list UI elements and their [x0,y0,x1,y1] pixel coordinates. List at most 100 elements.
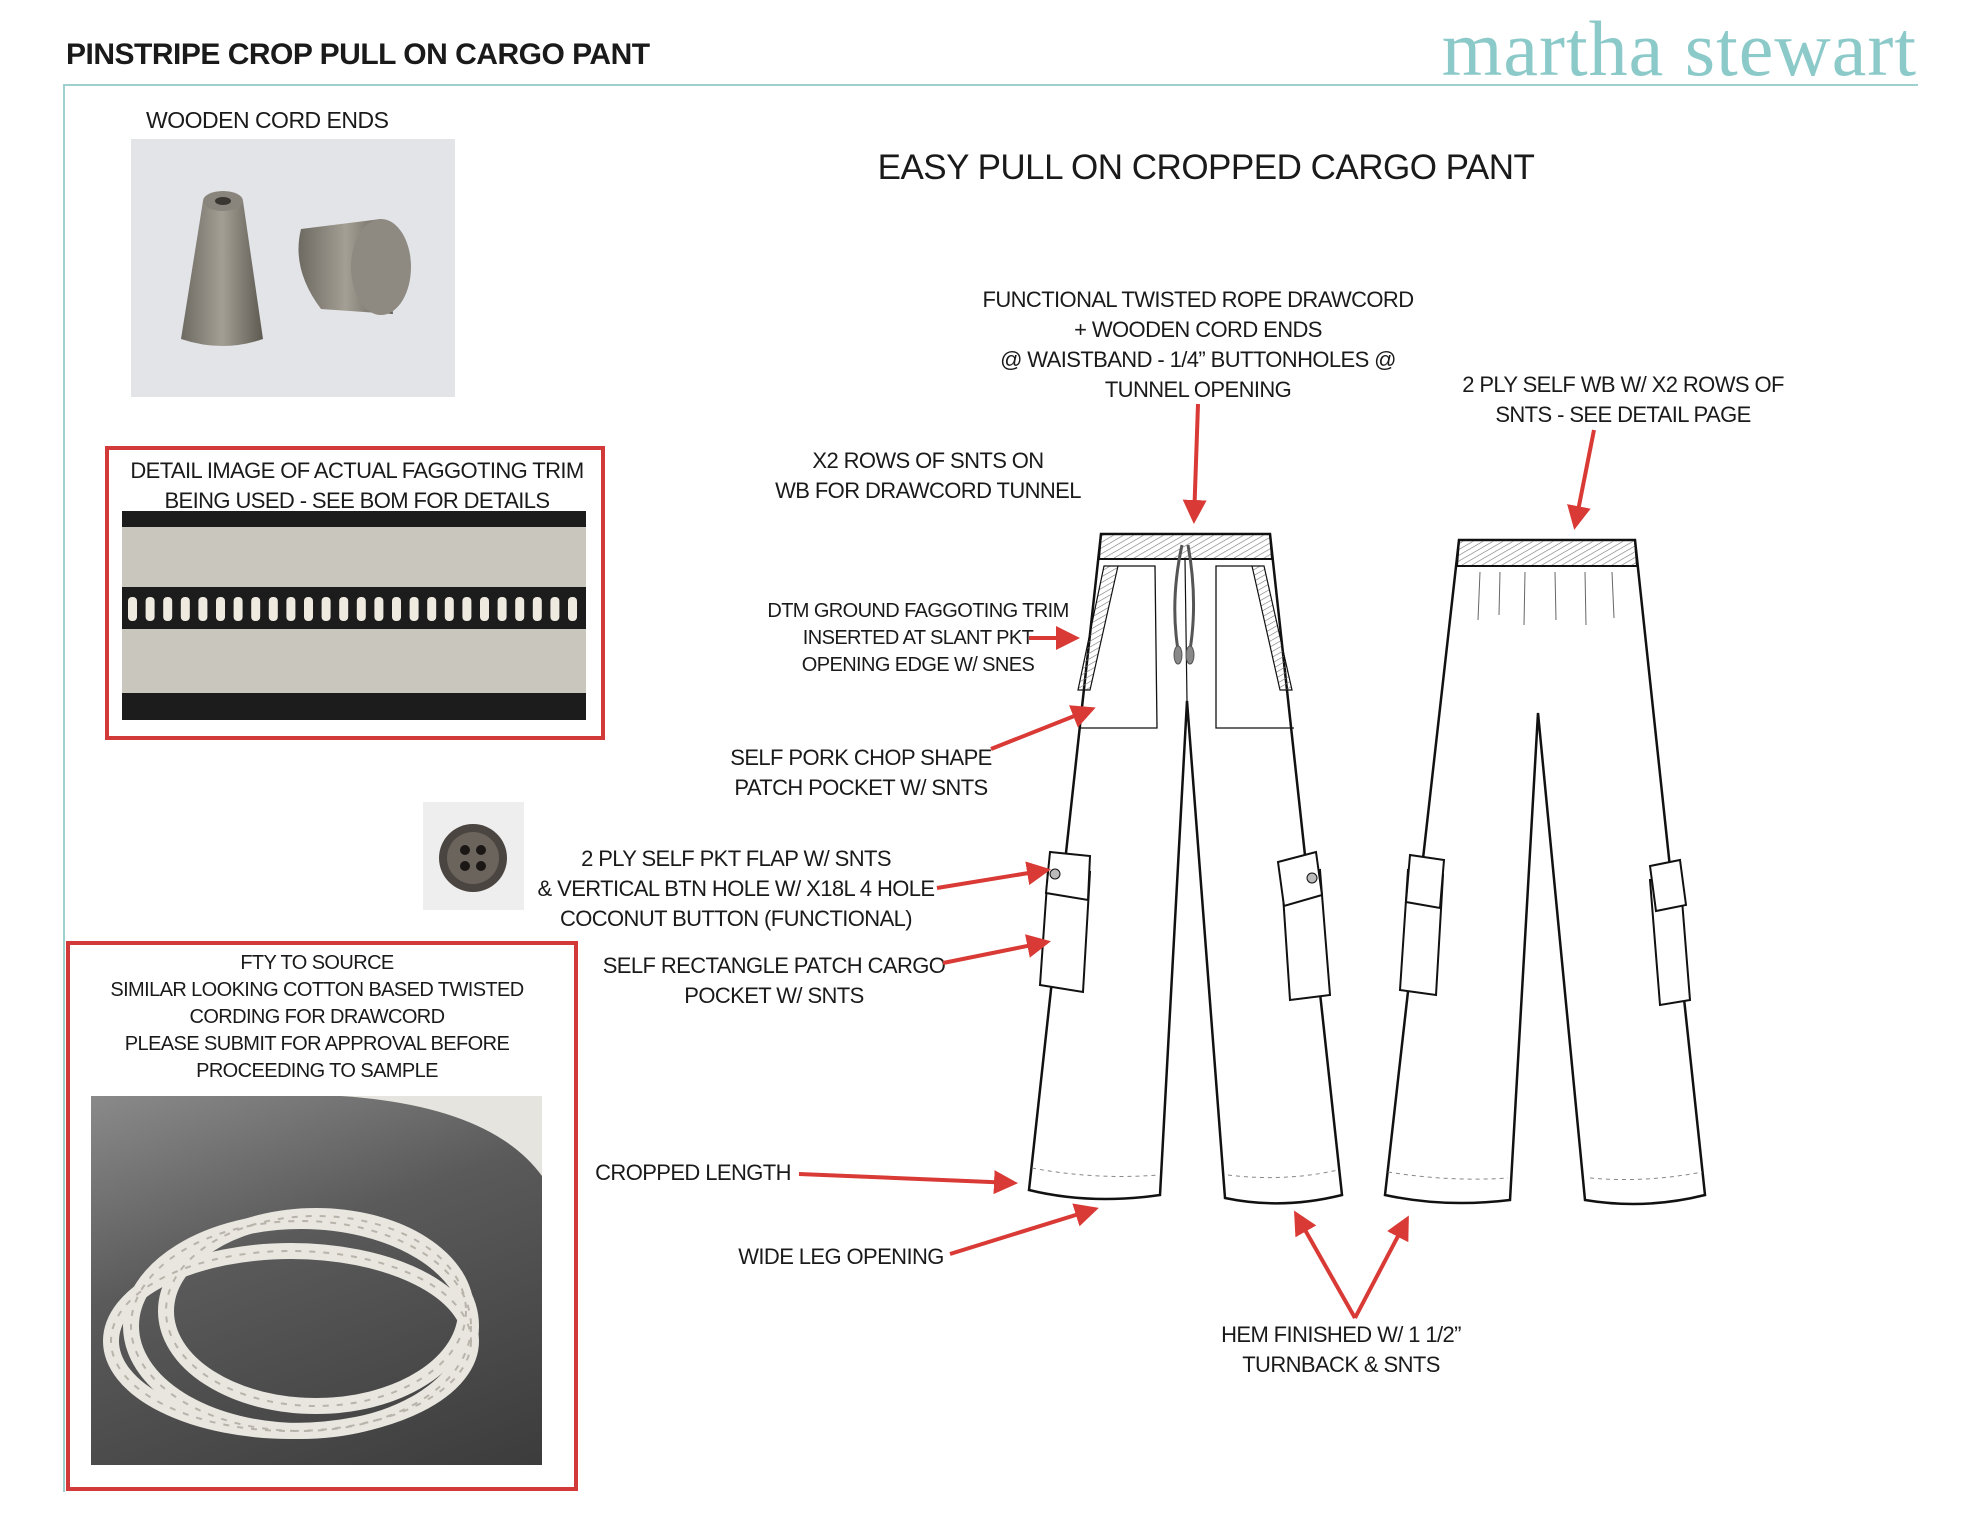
cord-end-icon [1185,645,1195,665]
right-pocket-flap [1276,850,1324,908]
callout-cargo-pocket: SELF RECTANGLE PATCH CARGO POCKET W/ SNT… [603,951,946,1011]
note-line: PLEASE SUBMIT FOR APPROVAL BEFORE [124,1033,510,1055]
cord-ends-label: WOODEN CORD ENDS [146,107,389,133]
callout-pocket-flap: 2 PLY SELF PKT FLAP W/ SNTS & VERTICAL B… [537,844,936,934]
callout-pork-chop-pocket: SELF PORK CHOP SHAPE PATCH POCKET W/ SNT… [730,743,992,803]
note-line: FTY TO SOURCE [240,952,394,974]
brand-logo: martha stewart [1441,5,1917,92]
flap-button-icon [1049,868,1061,880]
arrow-cropped-length [798,1170,1018,1195]
callout-line: WIDE LEG OPENING [738,1244,944,1269]
callout-wide-leg: WIDE LEG OPENING [738,1242,944,1272]
callout-line: SELF PORK CHOP SHAPE [730,745,992,770]
drawcord-icon [1173,544,1196,651]
arrow-cargo-pocket [942,934,1051,965]
callout-wb-rows: X2 ROWS OF SNTS ON WB FOR DRAWCORD TUNNE… [775,446,1081,506]
callout-hem: HEM FINISHED W/ 1 1/2” TURNBACK & SNTS [1221,1320,1461,1380]
callout-line: CROPPED LENGTH [595,1160,791,1185]
back-pant-outline [1383,538,1707,1206]
callout-line: & VERTICAL BTN HOLE W/ X18L 4 HOLE [537,876,936,901]
front-pant-sketch [1027,532,1344,1205]
trim-hole [462,597,472,621]
trim-hole [356,597,366,621]
front-hem-stitch [1031,1167,1339,1179]
callout-line: SNTS - SEE DETAIL PAGE [1495,402,1751,427]
callout-line: SELF RECTANGLE PATCH CARGO [602,953,946,978]
back-left-pocket-flap [1404,853,1446,910]
callout-back-waistband: 2 PLY SELF WB W/ X2 ROWS OF SNTS - SEE D… [1462,370,1784,430]
callout-line: WB FOR DRAWCORD TUNNEL [775,478,1081,503]
trim-hole [409,597,419,621]
callout-line: FUNCTIONAL TWISTED ROPE DRAWCORD [982,287,1415,312]
note-line: BEING USED - SEE BOM FOR DETAILS [164,488,550,513]
header-divider [63,84,1918,86]
back-gathers [1477,571,1615,626]
callout-line: @ WAISTBAND - 1/4” BUTTONHOLES @ [1000,347,1396,372]
callout-line: COCONUT BUTTON (FUNCTIONAL) [559,906,913,931]
trim-hole [444,597,454,621]
back-right-pocket-flap [1648,858,1688,913]
callout-arrows [798,403,1596,1319]
trim-hole [268,597,278,621]
trim-hole [128,597,137,621]
callout-line: OPENING EDGE W/ SNES [801,654,1035,676]
note-line: SIMILAR LOOKING COTTON BASED TWISTED [110,979,524,1001]
callout-line: TURNBACK & SNTS [1242,1352,1440,1377]
arrow-pork-chop [990,705,1096,751]
wooden-cord-ends-image [131,139,455,397]
trim-hole [216,597,225,621]
trim-hole [286,597,296,621]
note-line: CORDING FOR DRAWCORD [189,1006,445,1028]
left-slant-pocket-trim [1077,565,1119,691]
trim-hole [374,597,384,621]
note-line: PROCEEDING TO SAMPLE [196,1060,438,1082]
left-divider [63,84,65,1492]
callout-drawcord: FUNCTIONAL TWISTED ROPE DRAWCORD + WOODE… [982,285,1415,405]
arrow-flap [936,861,1051,890]
callout-line: X2 ROWS OF SNTS ON [812,448,1044,473]
faggoting-trim-box: DETAIL IMAGE OF ACTUAL FAGGOTING TRIM BE… [105,446,605,740]
trim-hole [568,597,577,621]
front-waistband [1097,533,1274,560]
trim-hole [321,597,331,621]
trim-hole [251,597,261,621]
trim-hole [233,597,243,621]
note-line: DETAIL IMAGE OF ACTUAL FAGGOTING TRIM [130,458,584,483]
trim-hole [515,597,525,621]
callout-line: POCKET W/ SNTS [684,983,864,1008]
trim-hole [532,597,542,621]
trim-hole [180,597,190,621]
document-title: PINSTRIPE CROP PULL ON CARGO PANT [66,38,650,71]
callout-line: INSERTED AT SLANT PKT [802,627,1034,649]
trim-hole [427,597,437,621]
trim-hole [145,597,155,621]
twisted-cording-image [91,1096,542,1465]
front-fly-line [1184,558,1188,702]
trim-hole [392,597,401,621]
arrow-back-waistband [1567,429,1596,530]
faggoting-trim-image [122,511,586,720]
cording-source-box: FTY TO SOURCE SIMILAR LOOKING COTTON BAS… [66,941,578,1491]
back-pant-sketch [1383,538,1707,1206]
faggoting-trim-note: DETAIL IMAGE OF ACTUAL FAGGOTING TRIM BE… [130,456,584,516]
callout-cropped-length: CROPPED LENGTH [595,1158,791,1188]
trim-hole [480,597,489,621]
left-pork-chop-pocket [1080,565,1158,729]
callout-line: + WOODEN CORD ENDS [1074,317,1322,342]
cording-source-note: FTY TO SOURCE SIMILAR LOOKING COTTON BAS… [110,950,524,1085]
right-pork-chop-pocket [1215,565,1294,729]
callout-faggoting: DTM GROUND FAGGOTING TRIM INSERTED AT SL… [767,598,1069,679]
coconut-button-image [423,802,524,910]
trim-hole [550,597,560,621]
arrow-hem-front [1294,1210,1357,1319]
back-waistband [1455,539,1639,567]
arrow-drawcord [1182,403,1207,524]
flap-button-icon [1306,872,1318,884]
back-hem-stitch [1387,1171,1703,1181]
trim-hole [497,597,507,621]
arrow-wide-leg [949,1203,1099,1256]
sketch-title: EASY PULL ON CROPPED CARGO PANT [877,148,1535,187]
trim-hole [198,597,208,621]
trim-hole [339,597,349,621]
